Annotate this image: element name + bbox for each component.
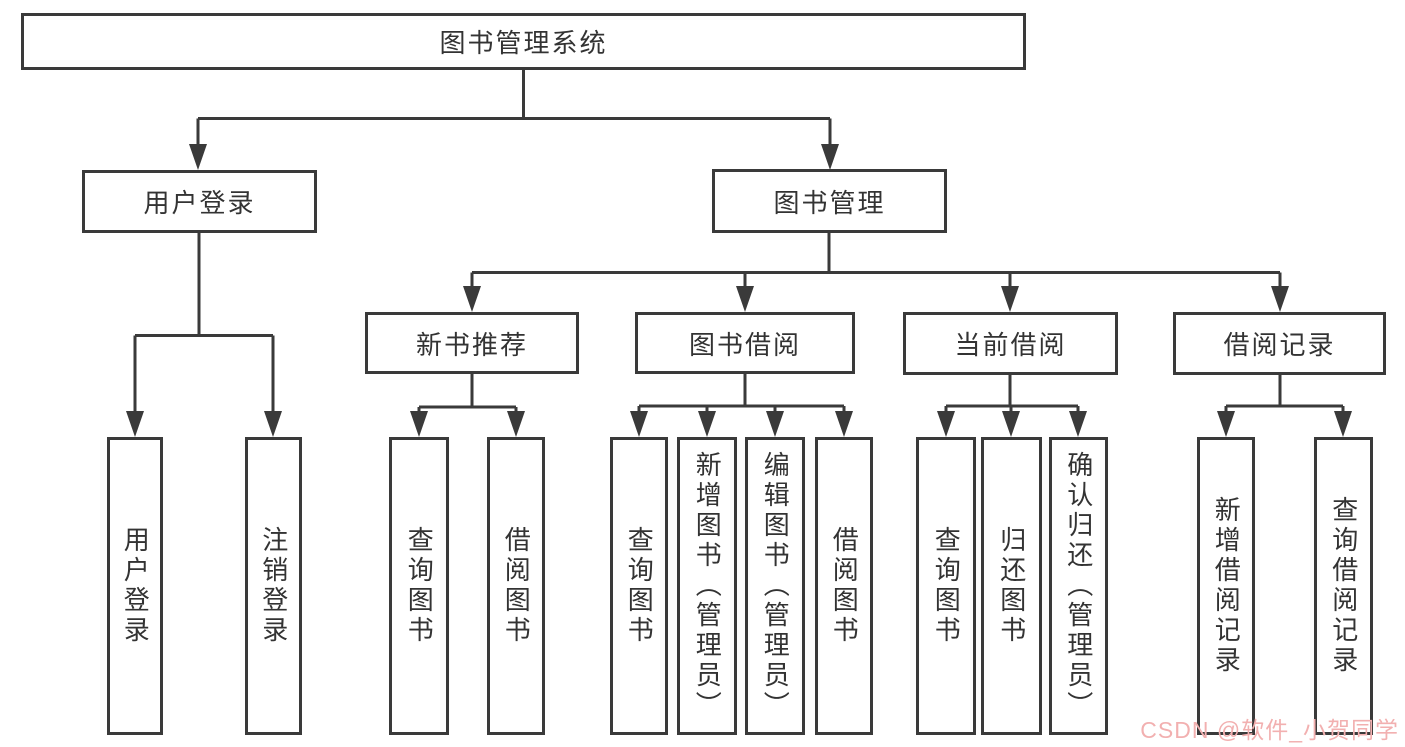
leaf-edit-book-admin-label: 编辑图书（管理员） [760, 451, 791, 721]
leaf-logout: 注销登录 [245, 437, 302, 735]
leaf-confirm-return-admin-label: 确认归还（管理员） [1063, 451, 1094, 721]
node-borrow-records: 借阅记录 [1173, 312, 1386, 375]
leaf-query-books-1: 查询图书 [389, 437, 449, 735]
leaf-borrow-books-2-label: 借阅图书 [829, 526, 860, 646]
node-new-book-recommend-label: 新书推荐 [415, 329, 528, 360]
node-new-book-recommend: 新书推荐 [365, 312, 579, 374]
node-user-login: 用户登录 [82, 170, 317, 233]
node-book-management-label: 图书管理 [773, 187, 886, 218]
leaf-logout-label: 注销登录 [258, 526, 289, 646]
node-book-management: 图书管理 [712, 169, 947, 233]
leaf-edit-book-admin: 编辑图书（管理员） [745, 437, 805, 735]
node-book-borrow: 图书借阅 [635, 312, 855, 374]
csdn-watermark: CSDN @软件_小贺同学 [1140, 717, 1399, 743]
leaf-query-books-3-label: 查询图书 [931, 526, 962, 646]
leaf-add-borrow-record-label: 新增借阅记录 [1211, 496, 1242, 676]
leaf-user-login-label: 用户登录 [120, 526, 151, 646]
leaf-add-book-admin: 新增图书（管理员） [677, 437, 737, 735]
node-user-login-label: 用户登录 [143, 188, 256, 218]
node-book-borrow-label: 图书借阅 [688, 329, 801, 360]
node-current-borrow-label: 当前借阅 [954, 330, 1067, 360]
leaf-return-books-label: 归还图书 [996, 526, 1027, 646]
leaf-borrow-books-1-label: 借阅图书 [501, 526, 532, 646]
leaf-query-books-2: 查询图书 [610, 437, 668, 735]
leaf-add-borrow-record: 新增借阅记录 [1197, 437, 1255, 735]
leaf-query-books-1-label: 查询图书 [404, 526, 435, 646]
leaf-return-books: 归还图书 [981, 437, 1042, 735]
leaf-borrow-books-1: 借阅图书 [487, 437, 545, 735]
leaf-query-books-3: 查询图书 [916, 437, 976, 735]
leaf-user-login: 用户登录 [107, 437, 163, 735]
node-library-system: 图书管理系统 [21, 13, 1026, 70]
leaf-confirm-return-admin: 确认归还（管理员） [1049, 437, 1108, 735]
leaf-add-book-admin-label: 新增图书（管理员） [692, 451, 723, 721]
node-current-borrow: 当前借阅 [903, 312, 1118, 375]
node-library-system-label: 图书管理系统 [439, 28, 608, 58]
node-borrow-records-label: 借阅记录 [1223, 330, 1336, 360]
leaf-query-books-2-label: 查询图书 [624, 526, 655, 646]
leaf-query-borrow-record: 查询借阅记录 [1314, 437, 1373, 735]
leaf-query-borrow-record-label: 查询借阅记录 [1328, 496, 1359, 676]
leaf-borrow-books-2: 借阅图书 [815, 437, 873, 735]
